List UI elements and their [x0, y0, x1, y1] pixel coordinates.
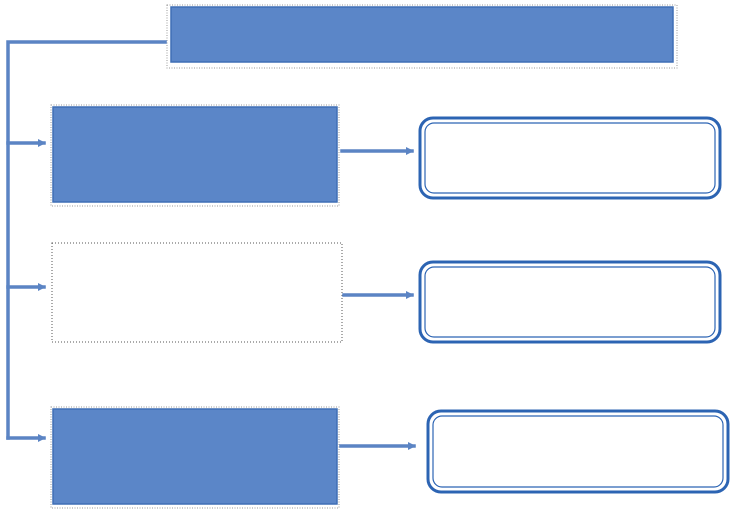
- right-box-1: [418, 116, 722, 200]
- right-box-2: [418, 260, 722, 344]
- trunk-connector: [6, 40, 167, 440]
- left-box-3: [50, 406, 340, 509]
- left-box-2: [51, 242, 343, 343]
- right-box-3: [426, 409, 730, 494]
- left-box-1: [50, 104, 340, 207]
- top-box: [166, 4, 678, 69]
